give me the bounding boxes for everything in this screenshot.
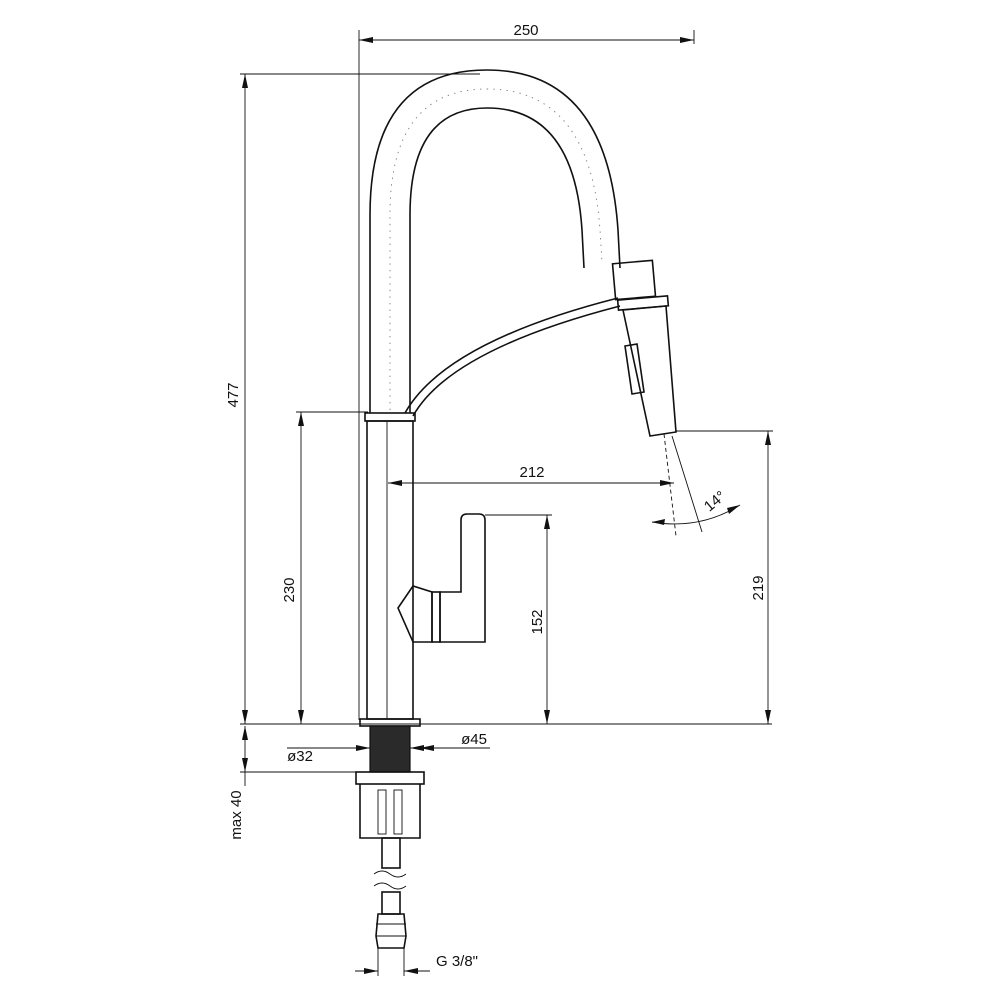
spray-head-button	[624, 343, 645, 395]
hose-connector-nut	[375, 913, 407, 949]
dim-477-label: 477	[225, 382, 242, 407]
dim-angle-label: 14°	[701, 488, 729, 516]
base-plate	[359, 718, 421, 727]
support-arm	[404, 297, 621, 417]
dim-32-label: ø32	[287, 748, 313, 765]
arrow-max40-top	[242, 726, 248, 740]
dim-thread: G 3/8"	[355, 948, 478, 976]
arrow-219-top	[765, 431, 771, 445]
arrow-477-bottom	[242, 710, 248, 724]
column-top-collar	[364, 412, 416, 422]
arm-lower-edge	[412, 305, 621, 417]
spring-hose	[369, 69, 621, 413]
handle-lever	[397, 513, 486, 643]
hose-coils	[389, 88, 603, 410]
arrow-250-left	[359, 37, 373, 43]
dim-152-label: 152	[529, 609, 546, 634]
handle-socket	[397, 585, 433, 643]
break-line-top	[373, 870, 407, 878]
fixing-nut	[359, 784, 421, 839]
dim-diameter-32: ø32	[287, 745, 425, 765]
dim-45-label: ø45	[461, 731, 487, 748]
faucet-body	[364, 412, 416, 720]
arrow-230-top	[298, 412, 304, 426]
arrow-thread-left	[364, 968, 378, 974]
angle-arc	[651, 504, 741, 525]
dim-overall-height: 477	[225, 73, 480, 724]
dim-spout-reach: 212	[388, 464, 674, 486]
dim-max40-label: max 40	[228, 790, 245, 839]
arrow-angle-left	[652, 519, 665, 525]
arm-upper-edge	[404, 297, 619, 414]
dim-thread-label: G 3/8"	[436, 953, 478, 970]
dim-handle-height: 152	[485, 514, 552, 724]
threaded-shank	[369, 725, 411, 773]
arrow-32-right	[410, 745, 424, 751]
dim-diameter-45: ø45	[345, 731, 490, 751]
spray-head	[611, 259, 677, 437]
supply-hose-bottom	[381, 891, 401, 915]
arrow-212-left	[388, 480, 402, 486]
arrow-max40-bottom	[242, 758, 248, 772]
break-line-bottom	[373, 882, 407, 890]
arrow-477-top	[242, 74, 248, 88]
nut-slot-right	[393, 789, 403, 835]
arrow-219-bottom	[765, 710, 771, 724]
spray-head-collar	[611, 259, 657, 301]
arrow-thread-right	[404, 968, 418, 974]
fixing-washer	[355, 771, 425, 785]
dim-max-thickness: max 40	[228, 726, 356, 840]
dim-230-label: 230	[281, 577, 298, 602]
arrow-45	[420, 745, 434, 751]
arrow-angle-right	[727, 505, 740, 514]
dim-250-label: 250	[513, 22, 538, 39]
faucet-column	[366, 420, 414, 720]
dim-body-height: 230	[281, 411, 368, 724]
dim-spray-angle: 14°	[651, 433, 741, 537]
arrow-230-bottom	[298, 710, 304, 724]
hose-outline-inner	[409, 107, 585, 413]
arrow-152-bottom	[544, 710, 550, 724]
handle-grip	[439, 513, 486, 643]
dim-212-label: 212	[519, 464, 544, 481]
nut-slot-left	[377, 789, 387, 835]
dim-overall-width: 250	[358, 22, 695, 720]
supply-hose-top	[381, 837, 401, 869]
spray-axis-vertical	[663, 433, 677, 537]
dim-spray-height: 219	[676, 430, 773, 724]
arrow-212-right	[660, 480, 674, 486]
hose-outline-outer	[369, 69, 621, 413]
spray-axis-tilted	[671, 435, 703, 533]
mounting-assembly	[355, 718, 425, 949]
dim-219-label: 219	[750, 575, 767, 600]
arrow-152-top	[544, 515, 550, 529]
spray-head-body	[622, 305, 677, 437]
arrow-250-right	[680, 37, 694, 43]
handle-ring	[431, 591, 441, 643]
arrow-32-left	[356, 745, 370, 751]
